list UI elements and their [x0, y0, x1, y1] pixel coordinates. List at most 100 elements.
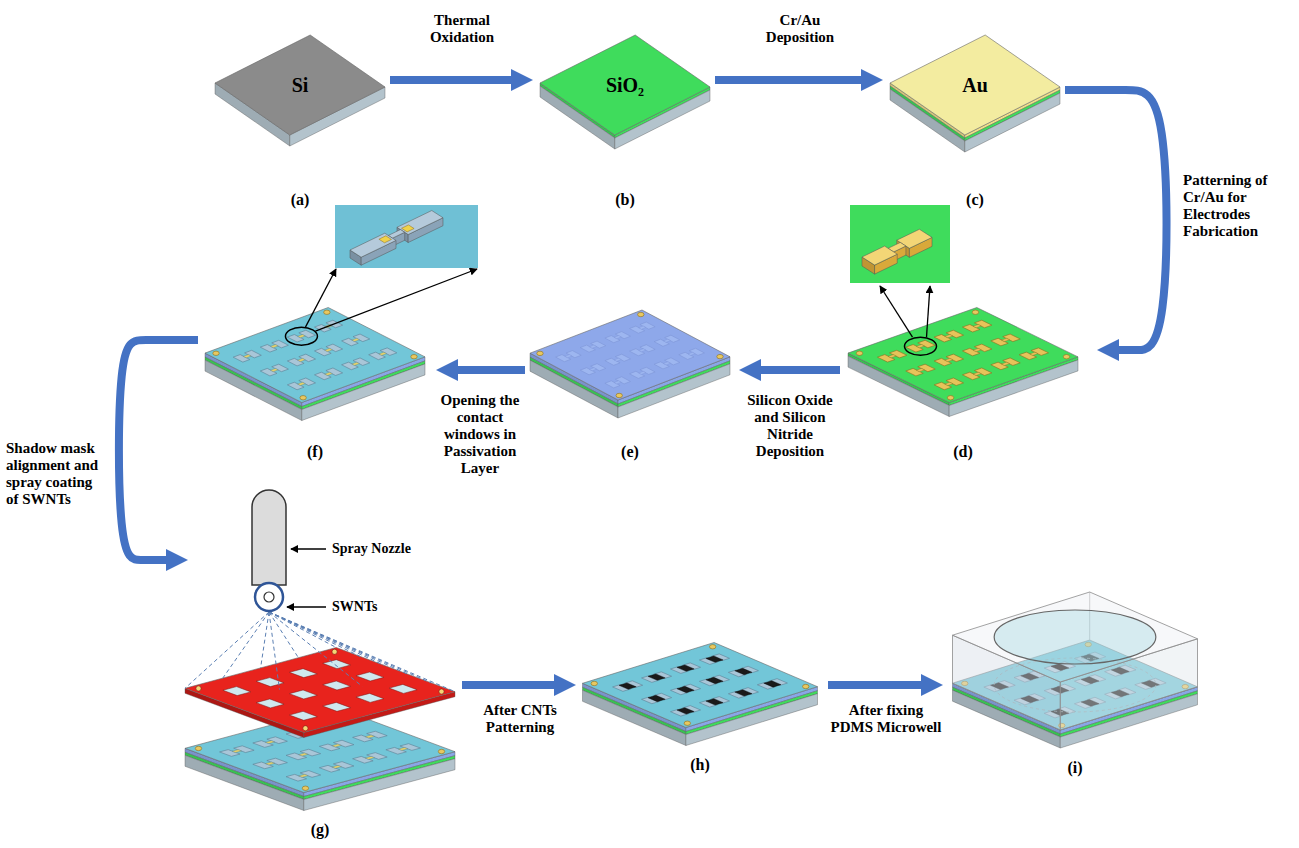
block-top — [350, 233, 396, 257]
electrode-gap — [589, 368, 596, 371]
spray-line — [269, 612, 280, 689]
step-label: Cr/Au Deposition — [755, 12, 845, 46]
electrode-gap — [663, 362, 670, 365]
step-caption: (g) — [311, 821, 330, 839]
wafer-surface — [583, 643, 818, 728]
electrode-gap — [398, 747, 408, 750]
electrode-gap — [270, 345, 278, 348]
process-stage: (h) — [578, 620, 828, 780]
contact-pad — [1063, 355, 1069, 359]
step-caption: (a) — [291, 191, 310, 209]
electrode-gap — [688, 352, 695, 355]
mask-opening — [223, 687, 251, 696]
cnt-film — [677, 665, 694, 671]
step-label: After CNTs Patterning — [466, 702, 574, 736]
mask-opening — [289, 690, 317, 699]
step-caption: (h) — [690, 756, 710, 774]
contact-pad — [195, 746, 201, 750]
layer-label: SiO₂ — [606, 74, 644, 96]
electrode-gap — [945, 334, 953, 337]
contact-pad — [684, 721, 690, 725]
contact-pad — [947, 396, 953, 400]
electrode-gap — [1001, 362, 1009, 365]
spray-line — [269, 612, 431, 683]
contact-pad — [803, 684, 809, 688]
wafer-surface — [848, 308, 1078, 403]
pdms-top — [953, 592, 1198, 682]
electrode-gap — [945, 382, 953, 385]
contact-pad — [302, 786, 308, 790]
spray-line — [261, 612, 269, 668]
electrode-gap — [298, 334, 306, 337]
process-stage: Si(a) — [210, 25, 390, 215]
mask-opening — [289, 669, 317, 678]
callout-line — [926, 286, 930, 337]
spray-line — [185, 612, 269, 688]
electrode-gap — [299, 774, 309, 777]
electrode-gap — [973, 372, 981, 375]
step-label: Patterning of Cr/Au for Electrodes Fabri… — [1183, 172, 1293, 240]
cnt-film — [619, 683, 636, 689]
cnt-film — [706, 699, 723, 705]
electrode-gap — [639, 326, 646, 329]
electrode-gap — [1001, 338, 1009, 341]
contact-pad — [616, 393, 622, 397]
step-label: After fixing PDMS Microwell — [830, 702, 942, 736]
electrode-gap — [365, 756, 375, 759]
contact-pad — [438, 749, 444, 753]
block-top — [397, 211, 443, 235]
process-stage: (g) — [190, 480, 462, 845]
electrode-gap — [973, 348, 981, 351]
process-arrow — [1065, 90, 1167, 350]
electrode-gap — [888, 355, 896, 358]
leader-line — [291, 548, 326, 549]
wafer-surface — [890, 35, 1060, 135]
electrode-gap — [379, 352, 387, 355]
step-label: Silicon Oxide and Silicon Nitride Deposi… — [740, 392, 840, 460]
illustration — [185, 35, 1198, 811]
callout-line — [305, 269, 336, 327]
part-label: SWNTs — [332, 598, 377, 615]
wafer-surface — [540, 35, 710, 135]
process-arrow — [390, 76, 511, 84]
nozzle-ring — [255, 583, 283, 611]
spray-nozzle — [252, 490, 286, 585]
electrode-gap — [232, 750, 242, 753]
contact-window — [379, 236, 392, 243]
part-label: Spray Nozzle — [332, 540, 411, 557]
wafer-surface — [215, 35, 385, 135]
leader-line — [287, 606, 326, 607]
callout-ring — [904, 337, 936, 355]
mask-opening — [323, 702, 351, 711]
electrode-gap — [565, 355, 572, 358]
cnt-film — [677, 686, 694, 692]
alignment-mark — [332, 649, 337, 654]
process-stage: (d) — [840, 295, 1095, 470]
contact-pad — [709, 645, 715, 649]
process-stage: SiO₂(b) — [535, 25, 715, 215]
electrode-gap — [365, 735, 375, 738]
cnt-film — [648, 674, 665, 680]
electrode-gap — [945, 358, 953, 361]
contact-pad — [213, 351, 219, 355]
electrode-gap — [332, 744, 342, 747]
spray-line — [269, 612, 455, 692]
step-label: Shadow mask alignment and spray coating … — [6, 440, 106, 508]
electrode-gap — [298, 382, 306, 385]
process-arrow — [828, 681, 921, 689]
contact-pad — [972, 310, 978, 314]
wafer-surface — [185, 648, 455, 733]
microwell-opening — [994, 610, 1156, 664]
step-caption: (c) — [966, 191, 984, 209]
electrode-gap — [639, 349, 646, 352]
process-arrow — [462, 681, 554, 689]
contact-pad — [324, 310, 330, 314]
process-arrow — [458, 366, 525, 374]
mask-opening — [323, 660, 351, 669]
spray-line — [269, 612, 336, 648]
wafer-surface — [205, 308, 425, 403]
